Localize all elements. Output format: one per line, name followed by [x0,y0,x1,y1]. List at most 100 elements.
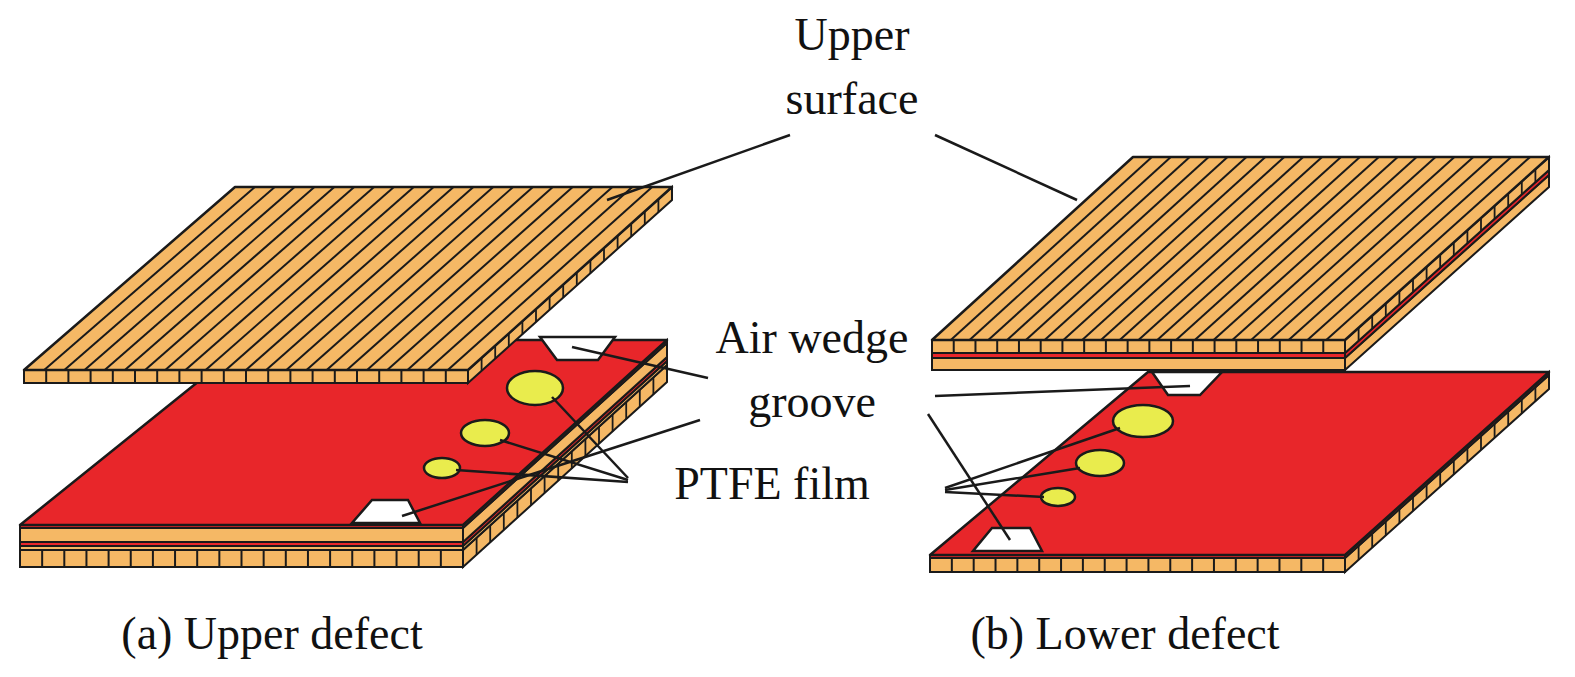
air-wedge-groove [352,500,420,523]
fiber-stripe [105,187,315,370]
fiber-end [996,340,998,353]
plate-top [932,157,1549,340]
fiber-end [396,550,398,567]
label: Upper surface [732,3,972,132]
fiber-stripe [1195,157,1398,340]
fiber-end [112,370,114,383]
fiber-end [174,550,176,567]
fiber-end [445,370,447,383]
leader-line [945,492,1044,497]
fiber-end [152,550,154,567]
fiber-end [598,427,600,444]
fiber-end [1213,558,1215,572]
fiber-end [130,550,132,567]
air-wedge-groove [1152,372,1222,395]
fiber-end [1083,340,1085,353]
fiber-end [517,501,519,518]
fiber-end [1278,558,1280,572]
label: (b) Lower defect [970,602,1279,666]
fiber-end [1322,340,1324,353]
leader-line [935,386,1190,396]
plate-edge [932,340,1345,353]
fiber-end [373,550,375,567]
fiber-stripe [1007,157,1209,340]
fiber-end [503,513,505,530]
fiber-stripe [1289,157,1493,340]
label: (a) Upper defect [121,602,422,666]
fiber-end [1018,340,1020,353]
fiber-end [1426,485,1428,499]
leader-line [402,420,700,516]
fiber-end [585,439,587,456]
laminate-plates [20,157,1549,572]
fiber-stripe [1176,157,1379,340]
fiber-end [995,558,997,572]
defects [352,337,1222,551]
ptfe-film [1076,450,1124,476]
fiber-end [63,550,65,567]
fiber-end [245,370,247,383]
leader-line [945,428,1120,488]
fiber-stripe [1101,157,1303,340]
fiber-end [67,370,69,383]
fiber-end [1192,340,1194,353]
fiber-stripe [1251,157,1454,340]
fiber-end [351,550,353,567]
fiber-end [440,550,442,567]
fiber-end [489,525,491,542]
leader-line [572,347,708,378]
fiber-end [1535,387,1537,401]
fiber-end [612,414,614,431]
fiber-stripe [1026,157,1228,340]
fiber-end [1060,558,1062,572]
fiber-end [263,550,265,567]
fiber-end [1016,558,1018,572]
fiber-stripe [1326,157,1530,340]
fiber-end [1061,340,1063,353]
fiber-end [1399,509,1401,523]
fiber-end [1169,558,1171,572]
fiber-end [378,370,380,383]
fiber-end [544,476,546,493]
leader-line [945,468,1080,490]
fiber-end [356,370,358,383]
fiber-end [423,370,425,383]
fiber-end [267,370,269,383]
fiber-stripe [145,187,354,370]
fiber-end [1279,340,1281,353]
fiber-stripe [286,187,493,370]
fiber-end [1494,424,1496,438]
label: Air wedge groove [687,306,937,435]
fiber-end [951,558,953,572]
fiber-stripe [988,157,1189,340]
fiber-end [1148,340,1150,353]
fiber-end [1147,558,1149,572]
fiber-stripe [1232,157,1435,340]
leader-lines [402,135,1190,540]
fiber-stripe [185,187,393,370]
fiber-end [285,550,287,567]
fiber-end [974,340,976,353]
fiber-end [223,370,225,383]
ptfe-film [1041,488,1075,506]
fiber-end [400,370,402,383]
fiber-end [1235,558,1237,572]
plate-edge [24,370,468,383]
fiber-stripe [1214,157,1417,340]
fiber-end [156,370,158,383]
fiber-end [1082,558,1084,572]
fiber-end [973,558,975,572]
fiber-end [1235,340,1237,353]
fiber-end [134,370,136,383]
label: PTFE film [674,452,870,516]
fiber-end [1439,473,1441,487]
fiber-stripe [125,187,334,370]
fiber-end [178,370,180,383]
ptfe-film [1113,405,1173,437]
plate-top [930,372,1549,555]
fiber-end [1412,497,1414,511]
fiber-end [530,488,532,505]
fiber-stripe [266,187,473,370]
fiber-end [1301,340,1303,353]
fiber-stripe [64,187,274,370]
